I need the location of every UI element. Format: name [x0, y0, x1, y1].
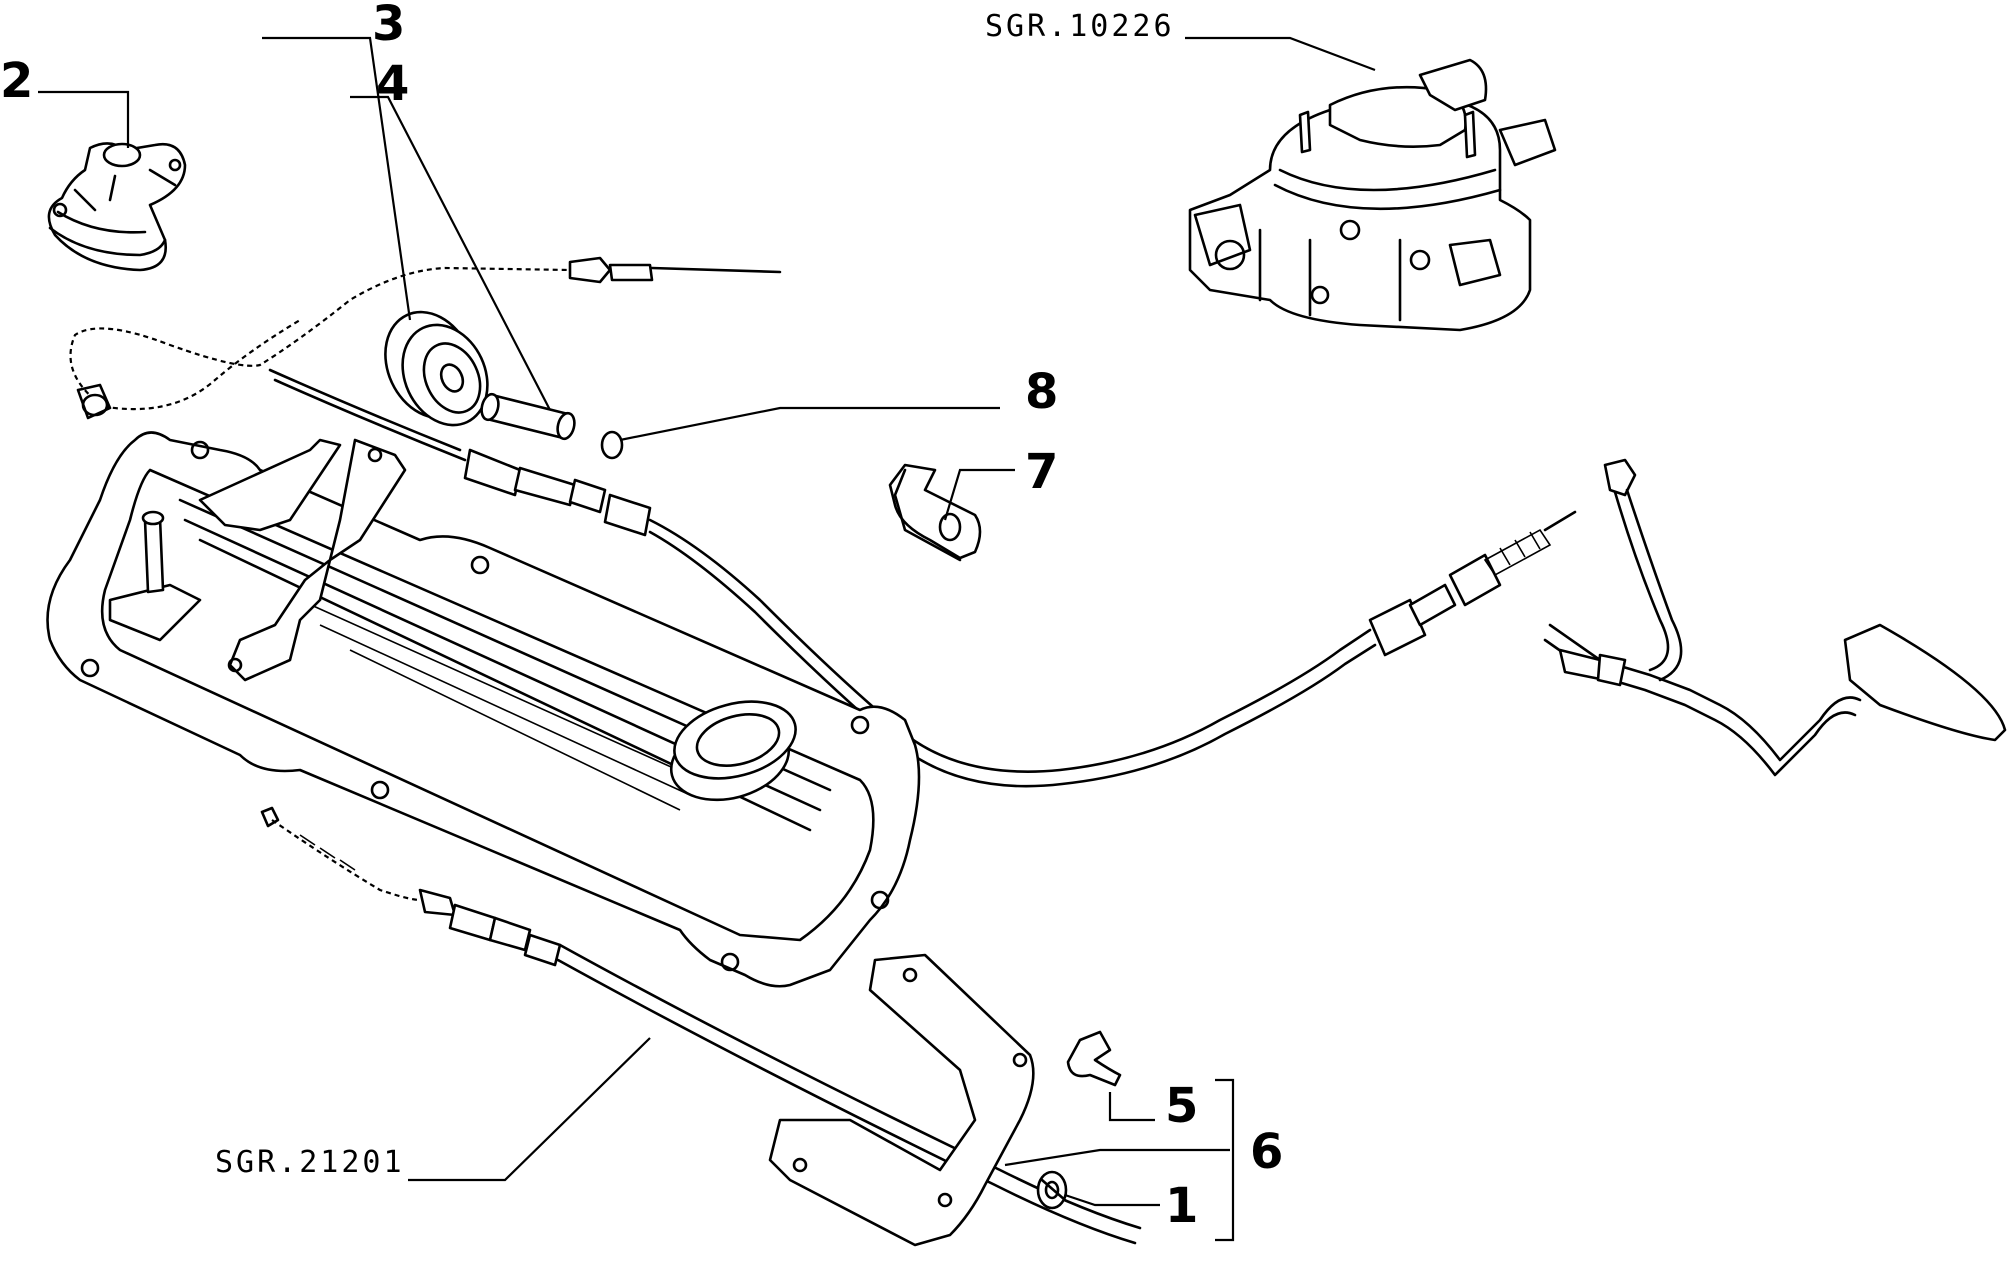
label-part-5: 5: [1165, 1078, 1198, 1134]
carburettor: [1188, 58, 1557, 332]
label-part-8: 8: [1025, 364, 1058, 420]
main-throttle-cable: [268, 368, 1577, 788]
label-ref-cable: SGR.21201: [215, 1145, 405, 1180]
leader-lines: [38, 36, 1376, 1242]
cam-sector-part-2: [47, 142, 187, 272]
label-part-1: 1: [1165, 1178, 1198, 1234]
label-part-4: 4: [376, 56, 409, 112]
bracket-part-7: [888, 463, 982, 562]
grommet-part-1: [1036, 1170, 1068, 1210]
lower-plate-bracket: [768, 953, 1035, 1247]
label-part-6: 6: [1250, 1124, 1283, 1180]
part-labels: 2 3 4 8 7 5 6 1 SGR.10226 SGR.21201: [0, 0, 1283, 1234]
label-part-2: 2: [0, 53, 33, 109]
upper-cable-loop: [69, 256, 782, 420]
lower-cable: [260, 806, 1142, 1245]
accelerator-pedal: [1543, 458, 2007, 777]
label-ref-carburettor: SGR.10226: [985, 9, 1175, 44]
clip-part-5: [1066, 1030, 1122, 1087]
ring-part-8: [600, 430, 624, 460]
label-part-7: 7: [1025, 444, 1058, 500]
rocker-cover: [46, 431, 921, 988]
pulley-part-3: [384, 310, 489, 427]
pin-part-4: [480, 392, 576, 441]
label-part-3: 3: [372, 0, 405, 52]
